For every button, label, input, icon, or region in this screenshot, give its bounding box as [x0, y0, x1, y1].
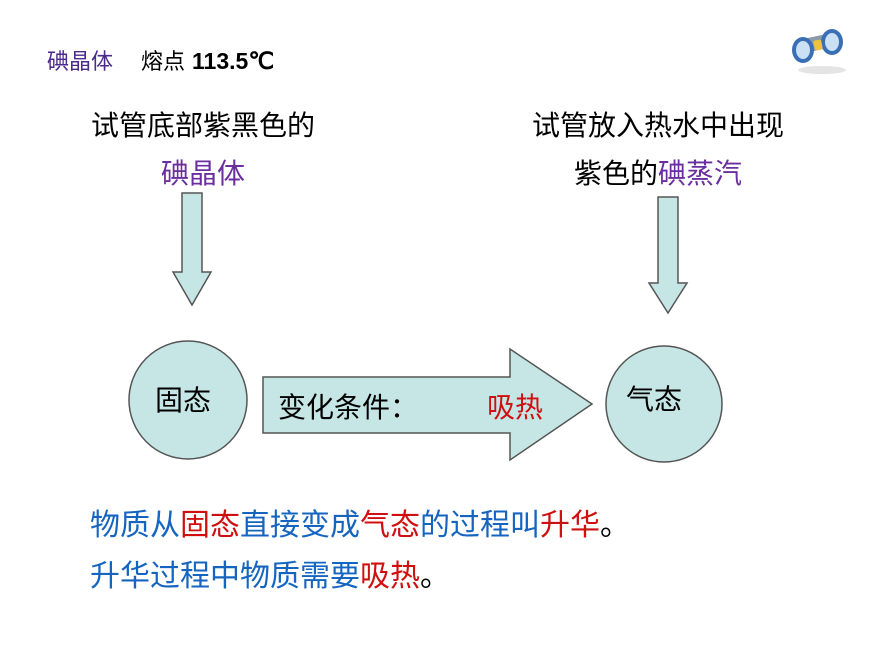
right-desc-line2-colored: 碘蒸汽 — [658, 157, 743, 190]
binoculars-icon — [792, 29, 846, 74]
condition-label: 变化条件： — [278, 391, 419, 424]
solid-state-label: 固态 — [155, 384, 212, 417]
condition-value: 吸热 — [487, 391, 544, 424]
left-down-arrow — [171, 192, 213, 307]
s1-part7: 升华 — [540, 508, 600, 543]
left-desc-line2: 碘晶体 — [160, 157, 245, 190]
header-melting-value: 113.5℃ — [192, 48, 275, 74]
definition-sentence: 物质从固态直接变成气态的过程叫升华。 — [90, 500, 630, 544]
solid-state-node — [128, 340, 248, 460]
s1-part8: 。 — [600, 508, 630, 543]
s1-part6: 的过程叫 — [420, 508, 540, 543]
condition-arrow — [262, 347, 594, 462]
s1-part5: 气态 — [360, 508, 420, 543]
left-description: 试管底部紫黑色的 碘晶体 — [58, 102, 348, 198]
right-desc-line1: 试管放入热水中出现 — [531, 109, 784, 142]
s1-part3: 直接 — [240, 508, 300, 543]
right-description: 试管放入热水中出现 紫色的碘蒸汽 — [498, 102, 818, 198]
s2-part2: 吸热 — [360, 559, 420, 594]
header-melting-label: 熔点 — [141, 50, 186, 75]
s1-part1: 物质从 — [90, 508, 180, 543]
heat-sentence: 升华过程中物质需要吸热。 — [90, 551, 450, 595]
right-desc-line2-plain: 紫色的 — [573, 157, 658, 190]
header-title: 碘晶体 熔点 113.5℃ — [47, 44, 274, 76]
right-desc-line2: 紫色的碘蒸汽 — [498, 150, 818, 198]
gas-state-label: 气态 — [626, 383, 683, 416]
gas-state-node — [605, 345, 723, 463]
s1-part4: 变成 — [300, 508, 360, 543]
left-desc-line1: 试管底部紫黑色的 — [90, 109, 315, 142]
header-substance: 碘晶体 — [47, 50, 114, 75]
s2-part3: 。 — [420, 559, 450, 594]
s1-part2: 固态 — [180, 508, 240, 543]
right-down-arrow — [647, 196, 689, 315]
s2-part1: 升华过程中物质需要 — [90, 559, 360, 594]
